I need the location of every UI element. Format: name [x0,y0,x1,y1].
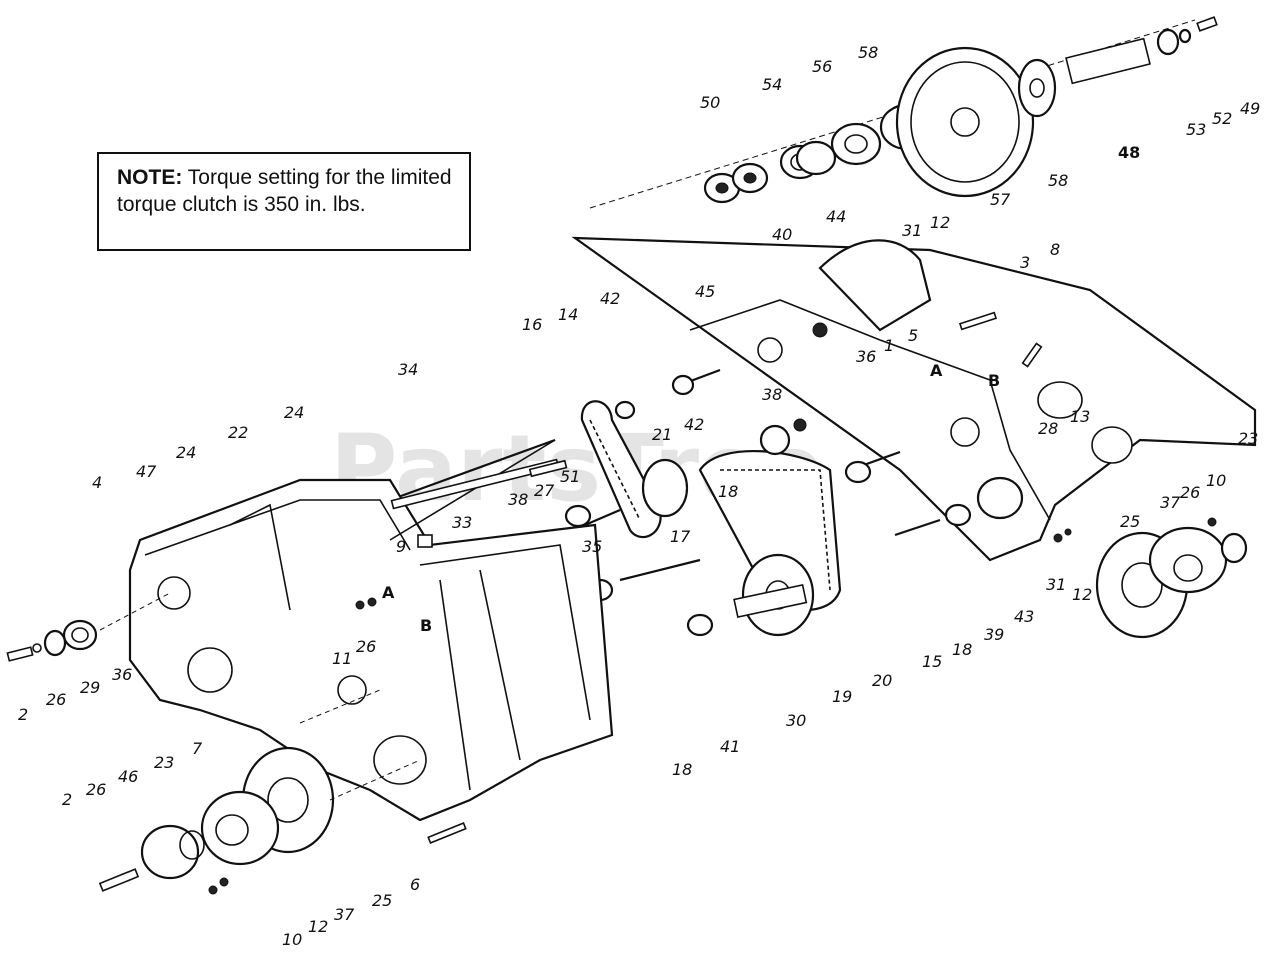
callout-c18b: 18 [672,760,692,779]
note-heading: NOTE: [117,166,183,189]
callout-c31a: 31 [902,221,922,240]
callout-c3: 3 [1020,253,1030,272]
callout-c6: 6 [410,875,420,894]
callout-c30: 30 [786,711,806,730]
callout-cA2: A [382,583,395,602]
callout-c26b: 26 [356,637,376,656]
right-housing [571,236,1257,562]
torque-note: NOTE: Torque setting for the limited tor… [97,152,471,251]
right-hub-assembly [1053,517,1248,639]
callout-c14: 14 [558,305,578,324]
chain-sprockets [580,400,842,637]
callout-c16: 16 [522,315,542,334]
callout-c45: 45 [695,282,715,301]
callout-c25a: 25 [372,891,392,910]
callout-c48: 48 [1118,143,1140,162]
callout-c46: 46 [118,767,138,786]
rods [390,311,1043,844]
callout-c7: 7 [192,739,203,758]
callout-c10a: 10 [282,930,302,949]
callout-c44: 44 [826,207,846,226]
callout-c58b: 58 [1048,171,1068,190]
callout-c53: 53 [1186,120,1206,139]
callout-c23b: 23 [1238,429,1258,448]
callout-c8: 8 [1050,240,1060,259]
callout-c4: 4 [92,473,102,492]
callout-c47: 47 [136,462,157,481]
callout-c21: 21 [652,425,672,444]
callout-c52: 52 [1212,109,1232,128]
callout-c42a: 42 [600,289,620,308]
callout-c24b: 24 [284,403,304,422]
callout-c22: 22 [228,423,248,442]
callout-c11: 11 [332,649,352,668]
left-hub-assembly [6,592,421,895]
callout-c12c: 12 [1072,585,1092,604]
callout-c1: 1 [884,336,894,355]
callout-c2b: 2 [62,790,72,809]
callout-c2a: 2 [18,705,28,724]
callout-c43: 43 [1014,607,1034,626]
callout-c37a: 37 [334,905,355,924]
callout-c58a: 58 [858,43,878,62]
callout-c39: 39 [984,625,1004,644]
callout-c33: 33 [452,513,472,532]
callout-c51: 51 [560,467,580,486]
callout-c29: 29 [80,678,100,697]
callout-c25b: 25 [1120,512,1140,531]
callout-c26d: 26 [1180,483,1200,502]
callout-c17: 17 [670,527,691,546]
callout-c31b: 31 [1046,575,1066,594]
callout-c26c: 26 [86,780,106,799]
callout-c50: 50 [700,93,720,112]
left-gear-case [128,439,614,822]
callout-c54: 54 [762,75,782,94]
callout-c41: 41 [720,737,740,756]
callout-c5: 5 [908,326,918,345]
callout-c40: 40 [772,225,792,244]
shafts [389,368,972,637]
callout-c38a: 38 [762,385,782,404]
callout-c24a: 24 [176,443,196,462]
callout-c28: 28 [1038,419,1058,438]
callout-c18c: 18 [952,640,972,659]
callout-cB2: B [420,616,432,635]
callout-cA1: A [930,361,943,380]
callout-c36b: 36 [856,347,876,366]
callout-c9: 9 [396,537,406,556]
callout-c26a: 26 [46,690,66,709]
pulley-assembly [589,16,1218,209]
callout-c23a: 23 [154,753,174,772]
callout-c57: 57 [990,190,1011,209]
callout-c27: 27 [534,481,555,500]
callout-c19: 19 [832,687,852,706]
callout-c42b: 42 [684,415,704,434]
callout-c56: 56 [812,57,832,76]
callout-c37b: 37 [1160,493,1181,512]
note-text: Torque setting for the limited torque cl… [117,166,452,216]
callout-c38b: 38 [508,490,528,509]
callout-c10b: 10 [1206,471,1226,490]
callout-c15: 15 [922,652,942,671]
callout-c36a: 36 [112,665,132,684]
callout-c12b: 12 [308,917,328,936]
callout-c20: 20 [872,671,892,690]
callout-cB1: B [988,371,1000,390]
callout-c35: 35 [582,537,602,556]
callout-c49: 49 [1240,99,1260,118]
callout-c13: 13 [1070,407,1090,426]
callout-c12a: 12 [930,213,950,232]
callout-c18a: 18 [718,482,738,501]
callout-c34: 34 [398,360,418,379]
